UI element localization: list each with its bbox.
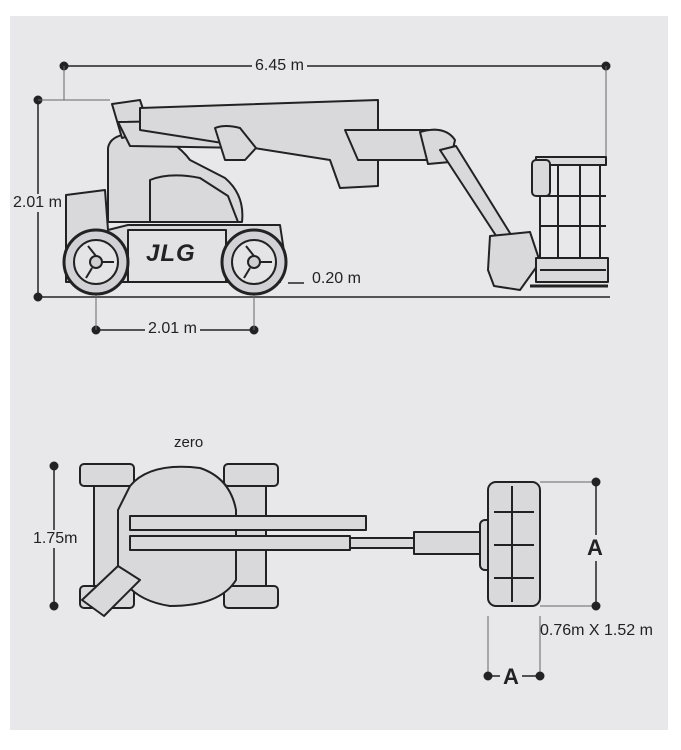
top-jib (413, 531, 481, 555)
actuator (214, 125, 257, 161)
upper-boom (139, 99, 379, 189)
front-wheel (62, 228, 130, 296)
wheelbase-label: 2.01 m (145, 320, 200, 338)
top-boom-arm (349, 537, 415, 549)
rear-wheel (220, 228, 288, 296)
top-wheel-rear-right (223, 585, 279, 609)
top-wheel-front-left (79, 463, 135, 487)
platform-length-letter: A (584, 535, 606, 561)
top-boom-lower (129, 535, 351, 551)
top-wheel-rear-left (223, 463, 279, 487)
top-platform (487, 481, 541, 607)
jib-rotator (487, 231, 541, 291)
swing-label: zero (174, 434, 204, 451)
stowed-height-label: 2.01 m (10, 194, 65, 212)
top-counterweight (81, 565, 141, 617)
top-boom-upper (129, 515, 367, 531)
overall-width-label: 1.75m (30, 530, 81, 548)
platform (530, 156, 609, 288)
counterweight (149, 174, 239, 223)
dimension-line-overall-length (59, 61, 611, 160)
dimension-line-platform-width (483, 616, 545, 681)
platform-width-letter: A (500, 664, 522, 690)
overall-length-label: 6.45 m (252, 57, 307, 75)
brand-logo: JLG (146, 240, 196, 267)
side-view (33, 61, 611, 335)
ground-clearance-label: 0.20 m (312, 270, 361, 287)
top-view (49, 461, 601, 681)
platform-size-label: 0.76m X 1.52 m (540, 622, 653, 639)
